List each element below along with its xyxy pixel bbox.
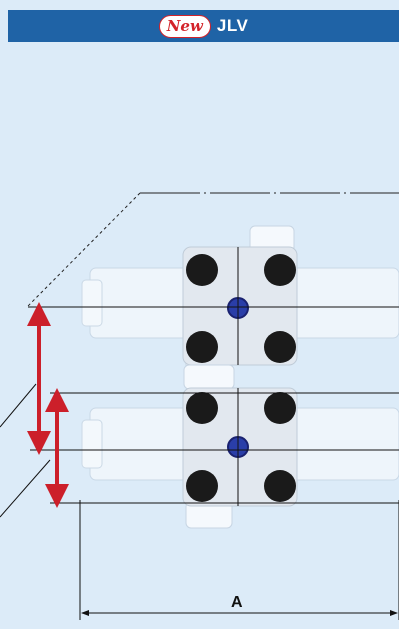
valve-top <box>81 225 399 372</box>
fitting-port-icon <box>186 331 218 363</box>
valve-bottom <box>81 364 399 529</box>
extension-lines <box>0 247 399 620</box>
product-dimension-diagram <box>0 192 399 620</box>
header-content: New JLV <box>158 14 249 38</box>
new-badge: New <box>158 14 211 38</box>
page-header: New JLV <box>8 10 399 42</box>
perspective-outline <box>27 192 399 307</box>
fitting-port-icon <box>264 331 296 363</box>
pitch-arrows <box>27 302 69 508</box>
fitting-port-icon <box>186 254 218 286</box>
dimension-a-label: A <box>231 594 243 611</box>
model-title: JLV <box>216 16 249 35</box>
fitting-port-icon <box>186 470 218 502</box>
fitting-port-icon <box>264 392 296 424</box>
fitting-port-icon <box>264 470 296 502</box>
fitting-port-icon <box>264 254 296 286</box>
fitting-port-icon <box>186 392 218 424</box>
